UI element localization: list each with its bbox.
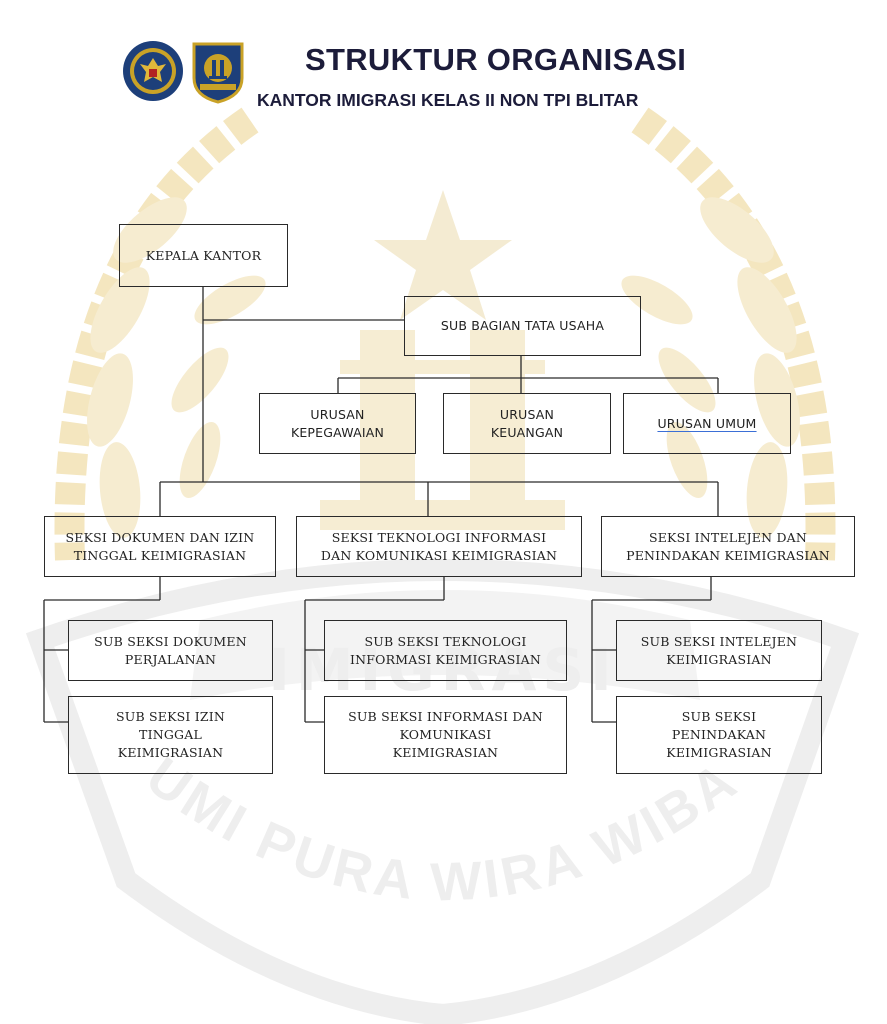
box-seksi-tik: SEKSI TEKNOLOGI INFORMASI DAN KOMUNIKASI…	[296, 516, 582, 577]
star-icon	[374, 190, 512, 320]
box-seksi-intelejen: SEKSI INTELEJEN DAN PENINDAKAN KEIMIGRAS…	[601, 516, 855, 577]
box-subseksi-izin-tinggal: SUB SEKSI IZIN TINGGAL KEIMIGRASIAN	[68, 696, 273, 774]
box-urusan-kepegawaian: URUSAN KEPEGAWAIAN	[259, 393, 416, 454]
box-subseksi-teknologi-informasi: SUB SEKSI TEKNOLOGI INFORMASI KEIMIGRASI…	[324, 620, 567, 681]
page-title: STRUKTUR ORGANISASI	[305, 42, 687, 77]
box-subseksi-dokumen-perjalanan: SUB SEKSI DOKUMEN PERJALANAN	[68, 620, 273, 681]
svg-text:IMIGRASI: IMIGRASI	[268, 636, 617, 704]
wreath-right	[621, 197, 800, 538]
garuda-emblem-icon	[123, 41, 183, 101]
gate-emblem	[320, 330, 565, 530]
shield-outline	[25, 559, 860, 1024]
page-subtitle: KANTOR IMIGRASI KELAS II NON TPI BLITAR	[257, 90, 639, 110]
ribbon	[190, 590, 700, 700]
box-seksi-dokumen: SEKSI DOKUMEN DAN IZIN TINGGAL KEIMIGRAS…	[44, 516, 276, 577]
box-urusan-keuangan: URUSAN KEUANGAN	[443, 393, 611, 454]
box-subseksi-informasi-komunikasi: SUB SEKSI INFORMASI DAN KOMUNIKASI KEIMI…	[324, 696, 567, 774]
box-subseksi-penindakan: SUB SEKSI PENINDAKAN KEIMIGRASIAN	[616, 696, 822, 774]
box-urusan-umum: URUSAN UMUM	[623, 393, 791, 454]
box-subseksi-intelejen: SUB SEKSI INTELEJEN KEIMIGRASIAN	[616, 620, 822, 681]
wreath-left	[87, 197, 266, 538]
box-kepala-kantor: KEPALA KANTOR	[119, 224, 288, 287]
imigrasi-emblem-icon	[192, 42, 244, 104]
box-sub-bagian-tata-usaha: SUB BAGIAN TATA USAHA	[404, 296, 641, 356]
